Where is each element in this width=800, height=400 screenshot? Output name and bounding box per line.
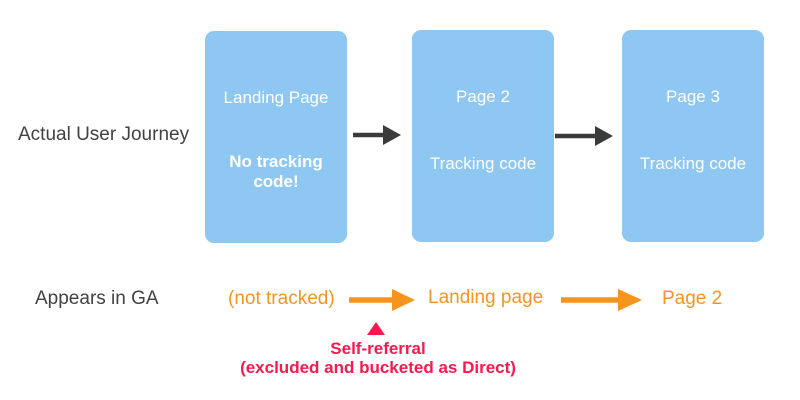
annotation-line-2: (excluded and bucketed as Direct) (240, 358, 516, 377)
annotation-line-1: Self-referral (330, 339, 426, 358)
box-subtitle-no-tracking: No tracking code! (229, 152, 323, 191)
box-subtitle-tracking-code: Tracking code (429, 154, 537, 173)
ga-step-page-2: Page 2 (662, 288, 723, 309)
ga-row-label: Appears in GA (35, 288, 159, 309)
box-subtitle-tracking-code: Tracking code (639, 154, 747, 173)
arrow-right-icon (555, 126, 613, 146)
journey-box-landing-page: Landing Page No tracking code! (205, 31, 347, 243)
box-title: Page 2 (456, 87, 510, 106)
box-title: Landing Page (223, 88, 329, 107)
journey-box-page-2: Page 2 Tracking code (412, 30, 554, 242)
ga-step-landing-page: Landing page (428, 287, 544, 308)
box-title: Page 3 (666, 87, 720, 106)
up-triangle-icon (367, 322, 385, 335)
journey-row-label: Actual User Journey (18, 124, 190, 145)
orange-arrow-right-icon (561, 289, 642, 311)
orange-arrow-right-icon (349, 289, 415, 311)
journey-box-page-3: Page 3 Tracking code (622, 30, 764, 242)
self-referral-annotation: Self-referral (excluded and bucketed as … (226, 339, 530, 377)
arrow-right-icon (353, 125, 401, 145)
ga-step-not-tracked: (not tracked) (228, 288, 335, 309)
